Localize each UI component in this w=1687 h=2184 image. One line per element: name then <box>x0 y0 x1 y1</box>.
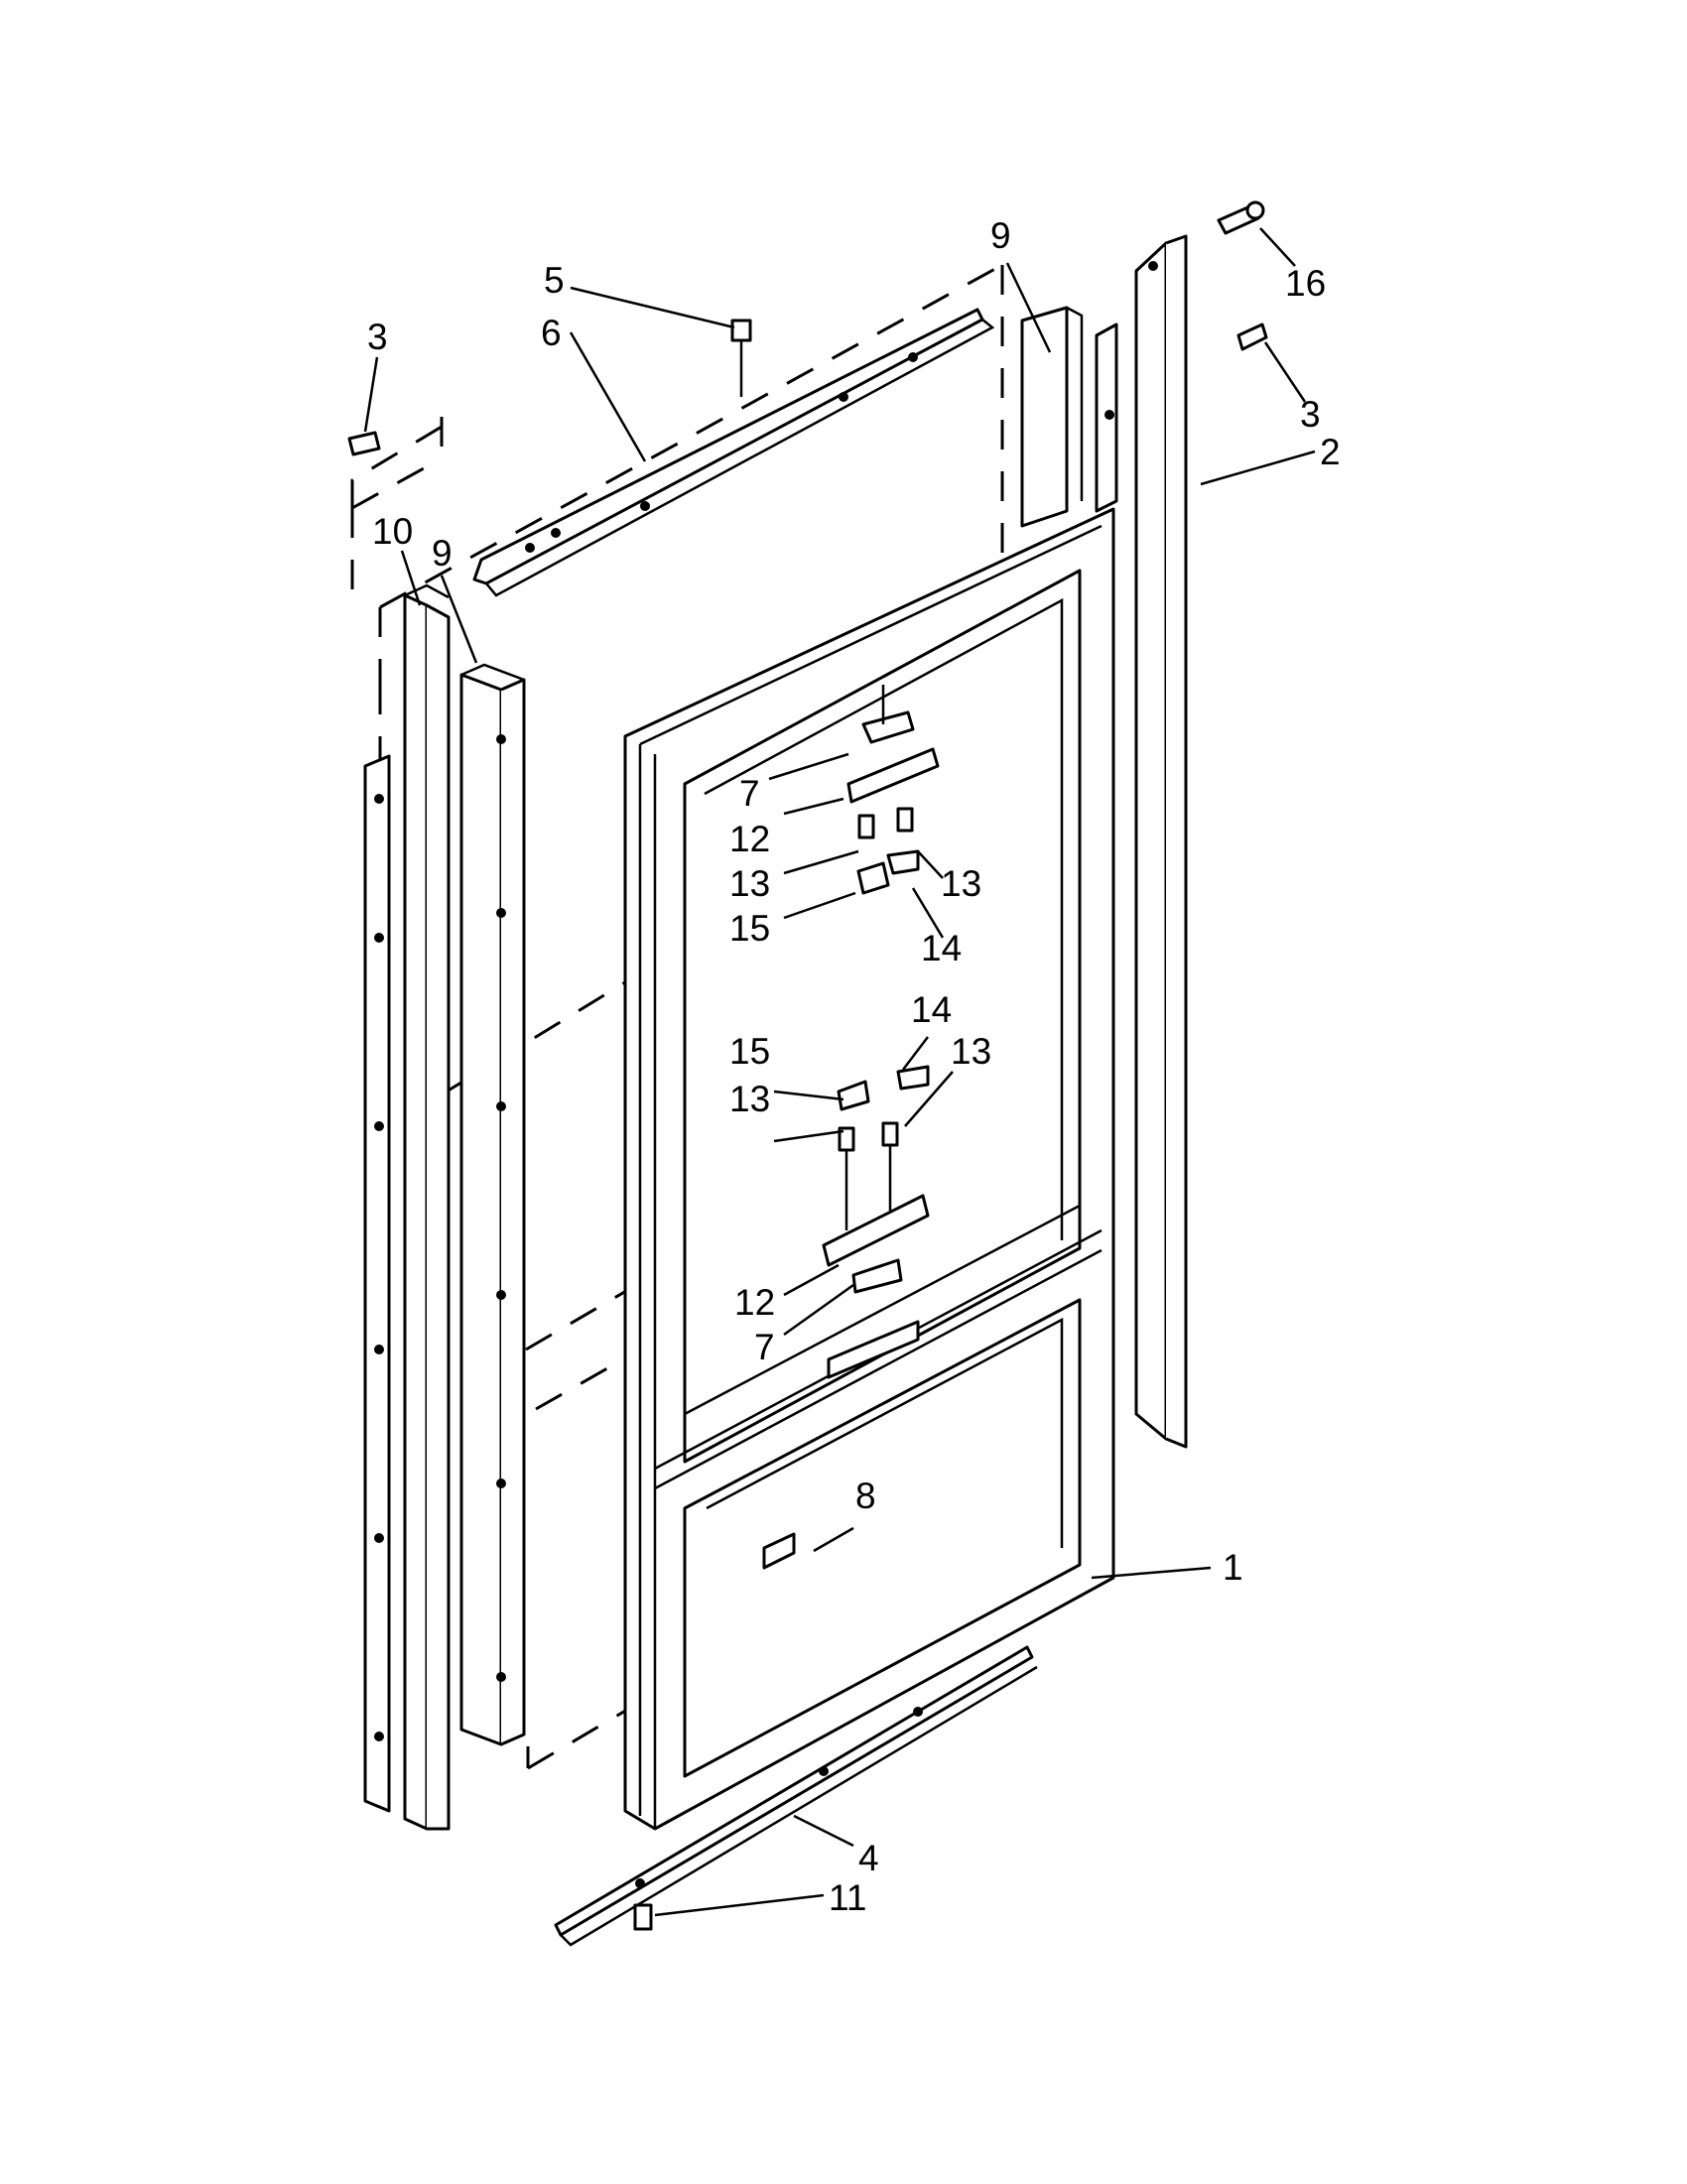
screw-part-5 <box>730 319 752 397</box>
lower-hinge-assembly <box>822 1065 930 1379</box>
callout-13-lower-right: 13 <box>951 1031 991 1072</box>
left-channel-part-10 <box>363 583 451 1831</box>
callout-12-upper: 12 <box>729 819 770 859</box>
door-frame-part-1 <box>623 507 1115 1831</box>
callout-11: 11 <box>829 1877 866 1918</box>
callout-9-left: 9 <box>432 533 453 574</box>
screw-part-11 <box>633 1903 653 1931</box>
upper-hinge-assembly <box>846 685 940 895</box>
callout-9-right: 9 <box>990 215 1011 256</box>
callout-13-upper-left: 13 <box>729 863 770 904</box>
pin-part-16 <box>1217 200 1265 235</box>
callout-2: 2 <box>1320 432 1341 472</box>
callout-16: 16 <box>1285 263 1326 304</box>
callout-3-right: 3 <box>1300 394 1321 435</box>
callout-7-lower: 7 <box>754 1327 775 1367</box>
callout-1: 1 <box>1223 1547 1243 1588</box>
callout-12-lower: 12 <box>734 1282 775 1323</box>
top-bracket-part-6 <box>472 308 995 597</box>
callout-13-lower-left: 13 <box>729 1079 770 1119</box>
right-channel-part-2 <box>1095 234 1188 1449</box>
leader-lines <box>363 227 1316 1917</box>
callout-14-upper: 14 <box>921 928 962 968</box>
left-spacer-part-9 <box>459 663 526 1746</box>
callout-5: 5 <box>544 260 565 301</box>
callout-13-upper-right: 13 <box>941 863 981 904</box>
screw-part-3-left <box>347 431 381 456</box>
callout-15-upper: 15 <box>729 908 770 949</box>
dashed-left-wall <box>351 417 444 510</box>
callout-8: 8 <box>855 1476 876 1516</box>
callout-3-left: 3 <box>367 317 388 357</box>
callout-14-lower: 14 <box>911 989 952 1030</box>
callout-7-upper: 7 <box>739 773 760 814</box>
callout-15-lower: 15 <box>729 1031 770 1072</box>
right-spacer-part-9 <box>1020 306 1084 528</box>
screw-part-3-right <box>1236 322 1268 351</box>
bottom-bracket-part-4 <box>554 1645 1038 1947</box>
callout-6: 6 <box>541 313 562 353</box>
plug-part-8 <box>762 1532 796 1570</box>
callout-4: 4 <box>858 1838 879 1878</box>
callouts: 5 6 3 9 16 3 2 10 9 7 12 13 13 15 14 14 … <box>367 215 1341 1918</box>
callout-10: 10 <box>372 511 413 552</box>
